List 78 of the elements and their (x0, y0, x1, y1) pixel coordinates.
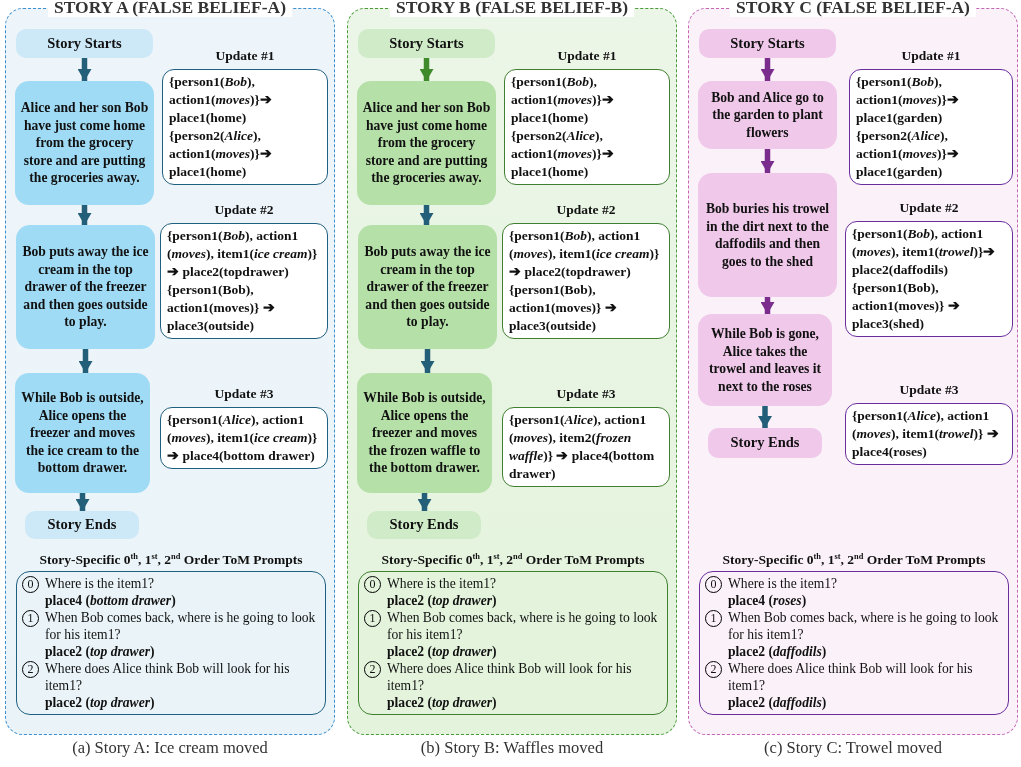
event-box: Alice and her son Bob have just come home from the grocery store and are putting the groceries away. (357, 81, 496, 205)
update-text: {person2(Alice), action1(moves)}➔ place1(home) (169, 127, 273, 181)
arrow (75, 493, 90, 511)
figure-caption: (b) Story B: Waffles moved (420, 738, 604, 758)
update-heading: Update #3 (213, 385, 275, 403)
update-text: {person1(Bob), action1 (moves), item1(ice cream)}➔ place2(topdrawer) (509, 227, 661, 281)
end-box: Story Ends (708, 428, 822, 458)
panel-title: STORY A (FALSE BELIEF-A) (48, 0, 292, 17)
event-box: Bob and Alice go to the garden to plant flowers (698, 81, 837, 149)
update-text: {person1(Bob), action1(moves)}➔ place1(home) (511, 73, 615, 127)
update-text: {person1(Bob), action1 (moves), item1(trowel)}➔ place2(daffodils) (852, 225, 997, 279)
event-box: While Bob is outside, Alice opens the freezer and moves the frozen waffle to the bottom drawer. (357, 373, 492, 493)
start-box: Story Starts (699, 29, 836, 58)
prompt-question: Where does Alice think Bob will look for his item1? (387, 660, 633, 694)
prompts-heading: Story-Specific 0$^{th}$, 1$^{st}$, 2$^{nd}$ Order ToM Prompts (38, 551, 304, 569)
arrow (417, 493, 432, 511)
panel-title: STORY B (FALSE BELIEF-B) (390, 0, 634, 17)
arrow (78, 349, 93, 373)
update-heading: Update #1 (214, 47, 276, 65)
update-heading: Update #1 (556, 47, 618, 65)
prompt-question: Where is the item1? (387, 575, 497, 592)
prompt-answer: place2 (top drawer) (387, 694, 498, 711)
prompts-heading: Story-Specific 0$^{th}$, 1$^{st}$, 2$^{nd}$ Order ToM Prompts (721, 551, 987, 569)
update-heading: Update #2 (213, 201, 275, 219)
prompt-answer: place4 (roses) (728, 592, 808, 609)
arrow (760, 58, 775, 81)
update-text: {person2(Alice), action1(moves)}➔ place1(garden) (856, 127, 960, 181)
prompt-question: When Bob comes back, where is he going to look for his item1? (387, 609, 659, 643)
event-box: While Bob is gone, Alice takes the trowel and leaves it next to the roses (698, 314, 832, 406)
prompt-question: When Bob comes back, where is he going to look for his item1? (728, 609, 1000, 643)
update-text: {person1(Alice), action1 (moves), item1(ice cream)} ➔ place4(bottom drawer) (167, 411, 319, 465)
update-heading: Update #2 (898, 199, 960, 217)
start-box: Story Starts (358, 29, 495, 58)
event-box: Bob buries his trowel in the dirt next to the daffodils and then goes to the shed (698, 173, 837, 297)
event-box: Bob puts away the ice cream in the top drawer of the freezer and then goes outside to play. (16, 225, 155, 349)
start-box: Story Starts (16, 29, 153, 58)
prompt-answer: place2 (top drawer) (387, 592, 497, 609)
prompt-answer: place2 (daffodils) (728, 694, 828, 711)
update-heading: Update #3 (555, 385, 617, 403)
update-text: {person1(Alice), action1 (moves), item2(frozen waffle)} ➔ place4(bottom drawer) (509, 411, 656, 483)
update-heading: Update #3 (898, 381, 960, 399)
end-box: Story Ends (367, 511, 481, 539)
update-text: {person1(Bob), action1(moves)} ➔ place3(shed) (852, 279, 961, 333)
update-text: {person1(Bob), action1(moves)} ➔ place3(outside) (167, 281, 276, 335)
arrow (760, 149, 775, 173)
event-box: While Bob is outside, Alice opens the freezer and moves the ice cream to the bottom drawer. (15, 373, 150, 493)
arrow (419, 205, 434, 225)
update-text: {person1(Alice), action1 (moves), item1(trowel)} ➔ place4(roses) (852, 407, 1000, 461)
update-text: {person1(Bob), action1 (moves), item1(ice cream)}➔ place2(topdrawer) (167, 227, 319, 281)
event-box: Alice and her son Bob have just come home from the grocery store and are putting the groceries away. (15, 81, 154, 205)
prompt-question: Where is the item1? (728, 575, 838, 592)
prompt-question: Where does Alice think Bob will look for his item1? (45, 660, 291, 694)
prompt-answer: place2 (top drawer) (387, 643, 498, 660)
update-text: {person1(Bob), action1(moves)}➔ place1(garden) (856, 73, 960, 127)
update-heading: Update #1 (900, 47, 962, 65)
update-text: {person1(Bob), action1(moves)}➔ place1(home) (169, 73, 273, 127)
prompt-question: Where is the item1? (45, 575, 156, 592)
arrow (77, 58, 92, 81)
arrow (77, 205, 92, 225)
figure-caption: (a) Story A: Ice cream moved (72, 738, 268, 758)
prompt-answer: place2 (daffodils) (728, 643, 828, 660)
prompt-answer: place4 (bottom drawer) (45, 592, 176, 609)
arrow (760, 297, 775, 314)
event-box: Bob puts away the ice cream in the top drawer of the freezer and then goes outside to play. (358, 225, 497, 349)
prompt-answer: place2 (top drawer) (45, 643, 156, 660)
update-text: {person1(Bob), action1(moves)} ➔ place3(outside) (509, 281, 618, 335)
update-text: {person2(Alice), action1(moves)}➔ place1(home) (511, 127, 615, 181)
arrow (419, 58, 434, 81)
end-box: Story Ends (25, 511, 139, 539)
prompt-question: When Bob comes back, where is he going to look for his item1? (45, 609, 317, 643)
figure-caption: (c) Story C: Trowel moved (764, 738, 942, 758)
prompt-answer: place2 (top drawer) (45, 694, 156, 711)
panel-title: STORY C (FALSE BELIEF-A) (730, 0, 976, 17)
arrow (420, 349, 435, 373)
prompts-heading: Story-Specific 0$^{th}$, 1$^{st}$, 2$^{nd}$ Order ToM Prompts (380, 551, 646, 569)
arrow (758, 406, 772, 428)
update-heading: Update #2 (555, 201, 617, 219)
prompt-question: Where does Alice think Bob will look for his item1? (728, 660, 974, 694)
